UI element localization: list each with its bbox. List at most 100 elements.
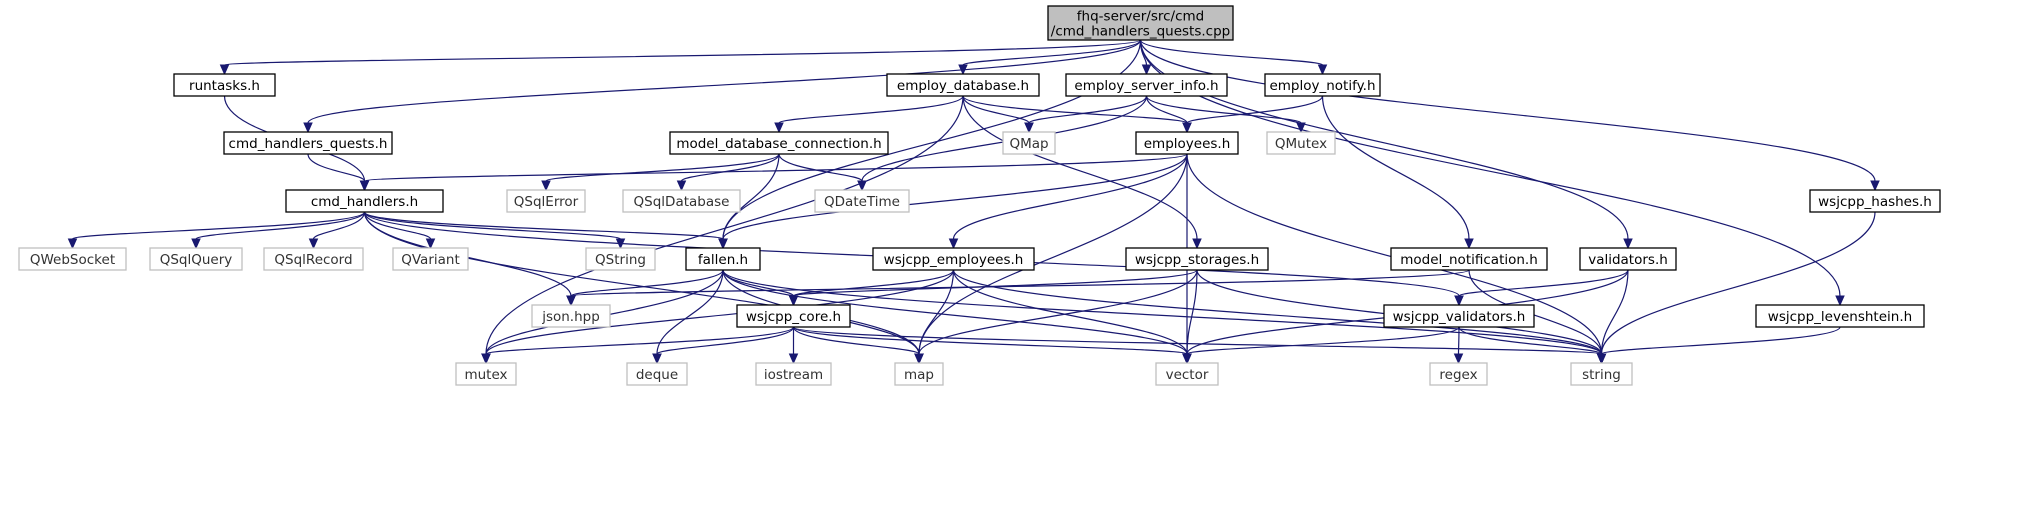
edge-arrowhead	[541, 180, 551, 192]
edge-employ-server-info-to-qmutex	[1145, 95, 1306, 134]
edge-arrowhead	[425, 238, 436, 250]
edge-line	[778, 95, 964, 124]
node-box	[263, 247, 364, 271]
node-label: QSqlError	[514, 194, 579, 210]
node-runtasks[interactable]: runtasks.h	[173, 73, 276, 97]
edge-line	[792, 326, 1603, 355]
node-model-database-connection[interactable]: model_database_connection.h	[669, 131, 889, 155]
node-wsjcpp-employees[interactable]: wsjcpp_employees.h	[872, 247, 1035, 271]
node-cmd-handlers-quests-h[interactable]: cmd_handlers_quests.h	[223, 131, 393, 155]
edge-arrowhead	[788, 295, 799, 307]
edge-arrowhead	[1454, 295, 1464, 307]
node-model-notification[interactable]: model_notification.h	[1390, 247, 1548, 271]
edge-line	[656, 269, 724, 355]
node-wsjcpp-levenshtein[interactable]: wsjcpp_levenshtein.h	[1755, 304, 1925, 328]
node-wsjcpp-core[interactable]: wsjcpp_core.h	[736, 304, 851, 328]
edge-line	[1458, 326, 1603, 355]
node-label: wsjcpp_validators.h	[1393, 309, 1526, 325]
edge-arrowhead	[958, 64, 968, 76]
node-wsjcpp-hashes[interactable]: wsjcpp_hashes.h	[1809, 189, 1941, 213]
node-box	[626, 362, 688, 386]
node-label: employees.h	[1144, 136, 1231, 152]
node-box	[585, 247, 656, 271]
node-box	[1809, 189, 1941, 213]
edge-line	[363, 211, 724, 240]
edge-arrowhead	[1453, 353, 1464, 365]
edge-wsjcpp-core-to-vector	[792, 326, 1192, 365]
node-label: runtasks.h	[189, 78, 260, 94]
node-employ-database[interactable]: employ_database.h	[886, 73, 1040, 97]
edge-arrowhead	[1835, 295, 1845, 307]
node-qsqldatabase: QSqlDatabase	[622, 189, 741, 213]
edge-employees-to-wsjcpp-employees	[948, 153, 1188, 250]
edge-arrowhead	[1182, 122, 1192, 134]
edge-line	[792, 269, 955, 297]
node-label: QDateTime	[824, 194, 900, 210]
edge-wsjcpp-storages-to-wsjcpp-core	[788, 269, 1198, 307]
edge-arrowhead	[1317, 64, 1328, 76]
node-qsqlrecord: QSqlRecord	[263, 247, 364, 271]
edge-arrowhead	[67, 238, 78, 250]
edge-arrowhead	[1024, 122, 1034, 134]
edge-line	[962, 39, 1142, 66]
edge-cmd-handlers-to-qsqlrecord	[308, 211, 366, 250]
edge-root-to-employ-database	[958, 39, 1142, 76]
node-validators[interactable]: validators.h	[1579, 247, 1677, 271]
node-box	[455, 362, 517, 386]
node-label: wsjcpp_core.h	[746, 309, 841, 325]
node-employees[interactable]: employees.h	[1135, 131, 1239, 155]
edge-line	[1139, 39, 1324, 66]
edge-arrowhead	[191, 238, 201, 250]
node-box	[622, 189, 741, 213]
edge-layer	[67, 39, 1880, 365]
node-regex: regex	[1429, 362, 1488, 386]
node-employ-server-info[interactable]: employ_server_info.h	[1065, 73, 1228, 97]
edge-line	[485, 269, 955, 355]
edge-arrowhead	[1182, 353, 1192, 365]
edge-arrowhead	[1192, 238, 1202, 250]
edge-cmd-handlers-to-map	[363, 211, 924, 365]
node-label: QSqlDatabase	[634, 194, 730, 210]
node-vector: vector	[1155, 362, 1219, 386]
node-label: model_notification.h	[1400, 252, 1538, 268]
edge-line	[722, 269, 1188, 355]
edge-line	[307, 39, 1142, 124]
edge-arrowhead	[481, 353, 491, 365]
edge-employees-to-fallen	[718, 153, 1188, 250]
edge-line	[962, 95, 1188, 124]
edge-line	[312, 211, 366, 240]
edge-line	[1321, 95, 1470, 240]
node-employ-notify[interactable]: employ_notify.h	[1264, 73, 1381, 97]
edge-arrowhead	[308, 238, 319, 250]
edge-arrowhead	[359, 180, 370, 192]
edge-employ-database-to-wsjcpp-storages	[962, 95, 1202, 250]
node-box	[1383, 304, 1535, 328]
edge-arrowhead	[788, 353, 799, 365]
edge-cmd-handlers-to-qvariant	[363, 211, 436, 250]
edge-line	[485, 326, 795, 355]
edge-line	[1028, 95, 1148, 124]
node-wsjcpp-validators[interactable]: wsjcpp_validators.h	[1383, 304, 1535, 328]
node-label: map	[904, 367, 934, 383]
edge-line	[792, 326, 1188, 355]
node-wsjcpp-storages[interactable]: wsjcpp_storages.h	[1125, 247, 1269, 271]
edge-line	[918, 269, 955, 355]
node-cmd-handlers[interactable]: cmd_handlers.h	[285, 189, 444, 213]
node-box	[685, 247, 761, 271]
node-label: string	[1582, 367, 1621, 383]
edge-line	[545, 153, 780, 182]
node-box	[814, 189, 910, 213]
node-label: employ_notify.h	[1269, 78, 1375, 94]
node-label: cmd_handlers_quests.h	[229, 136, 388, 152]
edge-model-database-connection-to-qsqlerror	[541, 153, 780, 192]
node-qvariant: QVariant	[392, 247, 469, 271]
node-root[interactable]: fhq-server/src/cmd/cmd_handlers_quests.c…	[1047, 5, 1234, 41]
edge-line	[363, 211, 622, 240]
node-label: wsjcpp_hashes.h	[1818, 194, 1932, 210]
edge-arrowhead	[774, 122, 784, 134]
edge-arrowhead	[1623, 238, 1633, 250]
edge-arrowhead	[948, 238, 959, 250]
edge-root-to-employ-notify	[1139, 39, 1328, 76]
node-label: QVariant	[401, 252, 460, 268]
node-fallen[interactable]: fallen.h	[685, 247, 761, 271]
